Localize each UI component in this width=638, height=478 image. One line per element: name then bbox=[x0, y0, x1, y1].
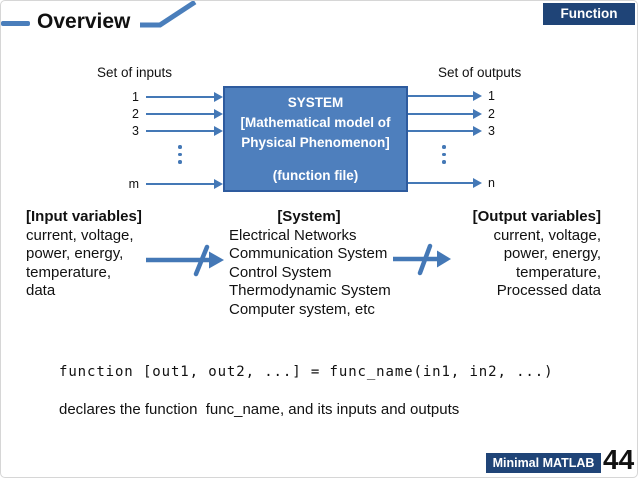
input-port-row: m bbox=[119, 176, 214, 192]
system-box: SYSTEM [Mathematical model of Physical P… bbox=[223, 86, 408, 192]
ellipsis-dots-output bbox=[442, 145, 446, 164]
output-port-row: n bbox=[408, 175, 495, 191]
list-item: power, energy, bbox=[503, 245, 601, 262]
input-arrow-icon bbox=[146, 95, 214, 99]
system-column: [System] Electrical Networks Communicati… bbox=[229, 208, 399, 319]
input-port-label: 2 bbox=[132, 107, 139, 121]
input-port-row: 1 bbox=[119, 89, 214, 105]
output-port-label: n bbox=[488, 176, 495, 190]
list-item: temperature, bbox=[26, 263, 112, 281]
ellipsis-dots-input bbox=[178, 145, 182, 164]
page-number: 44 bbox=[603, 444, 635, 475]
list-item: current, voltage, bbox=[493, 226, 601, 244]
list-item: Computer system, etc bbox=[229, 300, 375, 318]
output-port-label: 1 bbox=[488, 89, 495, 103]
function-signature-code: function [out1, out2, ...] = func_name(i… bbox=[59, 364, 554, 380]
list-item: Electrical Networks bbox=[229, 226, 357, 244]
input-variables-column: [Input variables] current, voltage, powe… bbox=[26, 208, 176, 301]
output-arrow-icon bbox=[408, 112, 473, 116]
system-box-subtitle: (function file) bbox=[272, 168, 359, 183]
input-port-label: 1 bbox=[132, 90, 139, 104]
list-item: Communication System bbox=[229, 245, 388, 262]
system-header: [System] bbox=[277, 208, 341, 225]
title-accent-line bbox=[140, 1, 197, 28]
list-item: data bbox=[26, 282, 56, 299]
list-item: Processed data bbox=[496, 282, 601, 299]
system-box-line: [Mathematical model of bbox=[240, 115, 391, 130]
list-item: Thermodynamic System bbox=[229, 282, 391, 299]
list-item: Control System bbox=[229, 263, 332, 281]
bus-arrow-icon bbox=[146, 244, 224, 277]
output-arrow-icon bbox=[408, 94, 473, 98]
footer-badge: Minimal MATLAB bbox=[486, 453, 601, 473]
list-item: power, energy, bbox=[26, 245, 124, 262]
outputs-label: Set of outputs bbox=[438, 65, 522, 80]
input-port-row: 2 bbox=[119, 106, 214, 122]
output-arrow-icon bbox=[408, 129, 473, 133]
output-variables-header: [Output variables] bbox=[472, 208, 601, 225]
input-variables-header: [Input variables] bbox=[26, 208, 142, 225]
input-port-label: 3 bbox=[132, 124, 139, 138]
function-description: declares the function func_name, and its… bbox=[59, 401, 460, 418]
output-port-label: 3 bbox=[488, 124, 495, 138]
input-port-label: m bbox=[128, 177, 139, 191]
bus-arrow-icon bbox=[393, 243, 451, 276]
title-accent-dash bbox=[1, 21, 30, 26]
input-port-row: 3 bbox=[119, 123, 214, 139]
input-arrow-icon bbox=[146, 182, 214, 186]
input-arrow-icon bbox=[146, 112, 214, 116]
output-port-row: 3 bbox=[408, 123, 495, 139]
list-item: current, voltage, bbox=[26, 226, 134, 244]
output-arrow-icon bbox=[408, 181, 473, 185]
corner-tag: Function bbox=[543, 3, 635, 25]
system-box-title: SYSTEM bbox=[287, 95, 344, 110]
page-title: Overview bbox=[37, 10, 131, 33]
output-variables-column: [Output variables] current, voltage, pow… bbox=[431, 208, 601, 301]
list-item: temperature, bbox=[515, 263, 601, 281]
input-arrow-icon bbox=[146, 129, 214, 133]
output-port-label: 2 bbox=[488, 107, 495, 121]
system-box-line: Physical Phenomenon] bbox=[241, 135, 390, 150]
output-port-row: 1 bbox=[408, 88, 495, 104]
inputs-label: Set of inputs bbox=[97, 65, 173, 80]
output-port-row: 2 bbox=[408, 106, 495, 122]
